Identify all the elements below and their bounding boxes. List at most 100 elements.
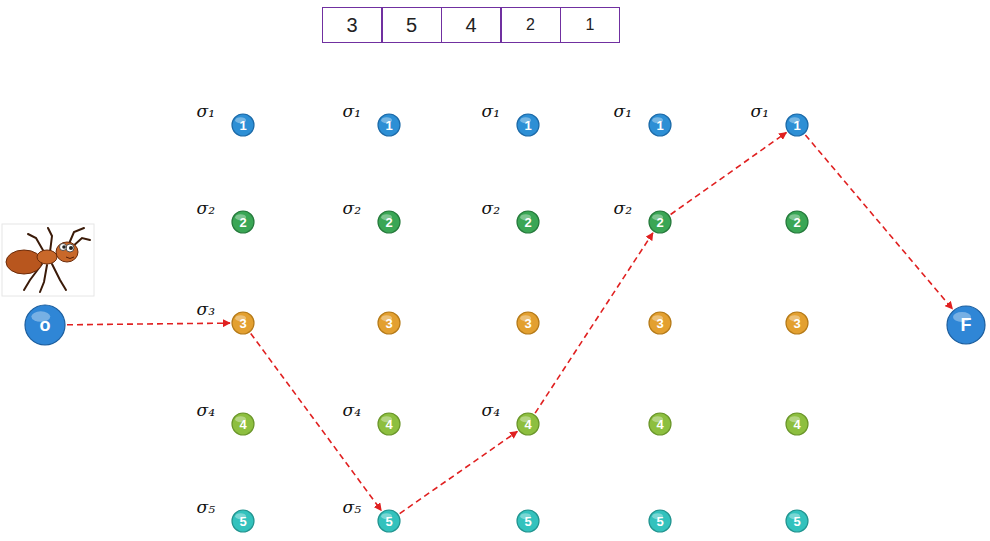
sigma-label: σ₁	[751, 103, 769, 120]
sigma-label: σ₅	[197, 499, 215, 516]
array-cell: 3	[322, 7, 382, 43]
node-number: 1	[793, 119, 800, 132]
circle-fill	[378, 413, 400, 435]
sigma-label: σ₁	[614, 103, 632, 120]
circle-fill	[25, 305, 65, 345]
sigma-label: σ₅	[343, 499, 361, 516]
city-node: 5	[377, 509, 401, 533]
node-number: 5	[656, 515, 663, 528]
ant-path-arrow	[535, 233, 653, 413]
node-number: F	[961, 316, 972, 334]
sigma-label: σ₃	[197, 301, 215, 318]
sigma-label: σ₂	[343, 200, 361, 217]
node-number: 1	[239, 119, 246, 132]
array-cell: 1	[560, 7, 620, 43]
node-number: 5	[385, 515, 392, 528]
array-value: 5	[406, 15, 417, 35]
circle-fill	[232, 413, 254, 435]
circle-fill	[232, 114, 254, 136]
circle-fill	[786, 114, 808, 136]
sigma-label: σ₁	[343, 103, 361, 120]
circle-fill	[786, 510, 808, 532]
ant-path-arrow	[805, 135, 952, 309]
node-number: 2	[656, 216, 663, 229]
circle-fill	[786, 413, 808, 435]
city-node: 4	[516, 412, 540, 436]
circle-fill	[517, 114, 539, 136]
node-number: 3	[656, 317, 663, 330]
node-number: o	[40, 316, 51, 334]
city-node: 5	[785, 509, 809, 533]
node-number: 2	[793, 216, 800, 229]
city-node: 5	[231, 509, 255, 533]
circle-fill	[378, 114, 400, 136]
node-number: 5	[793, 515, 800, 528]
array-value: 4	[465, 15, 476, 35]
sigma-label: σ₂	[482, 200, 500, 217]
node-number: 3	[239, 317, 246, 330]
city-node: 4	[648, 412, 672, 436]
sigma-label: σ₄	[343, 402, 361, 419]
node-number: 5	[524, 515, 531, 528]
circle-fill	[786, 211, 808, 233]
circle-fill	[232, 510, 254, 532]
array-value: 1	[586, 17, 595, 33]
node-number: 3	[793, 317, 800, 330]
city-node: 1	[648, 113, 672, 137]
node-number: 1	[385, 119, 392, 132]
circle-fill	[378, 312, 400, 334]
array-cell: 5	[382, 7, 442, 43]
city-node: 1	[231, 113, 255, 137]
array-value: 3	[346, 15, 357, 35]
city-node: 2	[648, 210, 672, 234]
node-number: 2	[524, 216, 531, 229]
node-number: 1	[656, 119, 663, 132]
node-number: 2	[385, 216, 392, 229]
circle-fill	[649, 211, 671, 233]
circle-fill	[517, 211, 539, 233]
array-cell: 2	[501, 7, 561, 43]
node-number: 5	[239, 515, 246, 528]
ant-path-arrow	[400, 431, 518, 513]
circle-fill	[786, 312, 808, 334]
node-number: 4	[385, 418, 392, 431]
sigma-label: σ₂	[614, 200, 632, 217]
circle-fill	[649, 114, 671, 136]
city-node: 3	[785, 311, 809, 335]
circle-fill	[947, 306, 985, 344]
circle-fill	[517, 312, 539, 334]
city-node: 4	[785, 412, 809, 436]
ant-path-arrow	[251, 333, 382, 510]
circle-fill	[378, 510, 400, 532]
city-node: 2	[231, 210, 255, 234]
city-node: 2	[785, 210, 809, 234]
city-node: 2	[377, 210, 401, 234]
final-node: F	[946, 305, 986, 345]
city-node: 3	[377, 311, 401, 335]
node-number: 1	[524, 119, 531, 132]
node-number: 3	[524, 317, 531, 330]
sigma-label: σ₁	[197, 103, 215, 120]
sigma-label: σ₁	[482, 103, 500, 120]
circle-fill	[232, 211, 254, 233]
node-number: 4	[524, 418, 531, 431]
sigma-label: σ₄	[197, 402, 215, 419]
start-node: o	[24, 304, 66, 346]
node-number: 4	[239, 418, 246, 431]
city-node: 3	[231, 311, 255, 335]
city-node: 2	[516, 210, 540, 234]
node-number: 3	[385, 317, 392, 330]
circle-fill	[517, 413, 539, 435]
ant-path-arrow	[671, 133, 787, 215]
circle-fill	[517, 510, 539, 532]
circle-fill	[649, 312, 671, 334]
array-value: 2	[526, 17, 535, 33]
city-node: 1	[785, 113, 809, 137]
city-node: 3	[516, 311, 540, 335]
city-node: 5	[516, 509, 540, 533]
ant-picture	[2, 224, 94, 296]
circle-fill	[649, 510, 671, 532]
node-number: 4	[793, 418, 800, 431]
city-node: 4	[231, 412, 255, 436]
